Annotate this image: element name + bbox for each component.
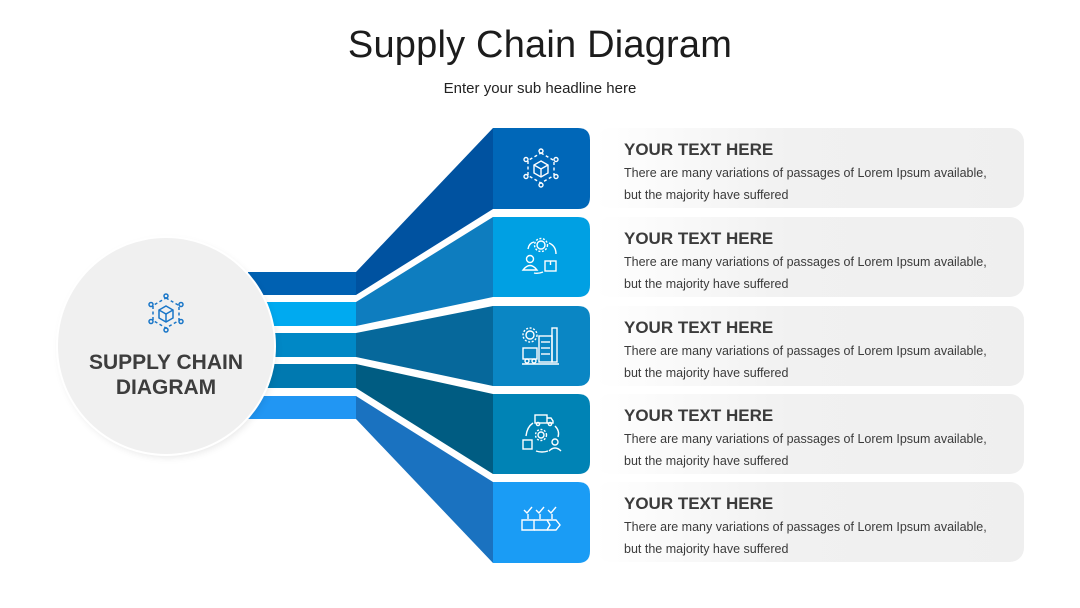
package-network-icon xyxy=(523,148,559,188)
step-description-line-2: but the majority have suffered xyxy=(624,542,789,556)
factory-gear-icon xyxy=(522,327,559,365)
step-description-line-1: There are many variations of passages of… xyxy=(624,344,987,358)
step-heading: YOUR TEXT HERE xyxy=(624,494,774,513)
step-heading: YOUR TEXT HERE xyxy=(624,140,774,159)
hub-label-line-1: SUPPLY CHAIN xyxy=(88,351,244,374)
step-description: There are many variations of passages of… xyxy=(624,428,1004,472)
step-block-4 xyxy=(493,394,590,474)
fan-3 xyxy=(356,306,493,386)
step-card-4: YOUR TEXT HERE There are many variations… xyxy=(596,394,1024,474)
fan-2 xyxy=(356,217,493,326)
step-description-line-1: There are many variations of passages of… xyxy=(624,166,987,180)
step-description: There are many variations of passages of… xyxy=(624,251,1004,295)
step-block-3 xyxy=(493,306,590,386)
step-description-line-1: There are many variations of passages of… xyxy=(624,520,987,534)
supply-chain-hub: SUPPLY CHAIN DIAGRAM xyxy=(58,238,274,454)
step-block-2 xyxy=(493,217,590,297)
band-5 xyxy=(248,396,356,419)
band-1 xyxy=(248,272,356,295)
step-block-5 xyxy=(493,482,590,563)
step-description-line-2: but the majority have suffered xyxy=(624,454,789,468)
step-description: There are many variations of passages of… xyxy=(624,340,1004,384)
fan-5 xyxy=(356,396,493,563)
fan-1 xyxy=(356,128,493,295)
step-description-line-1: There are many variations of passages of… xyxy=(624,432,987,446)
step-description-line-2: but the majority have suffered xyxy=(624,366,789,380)
fan-4 xyxy=(356,364,493,474)
step-heading: YOUR TEXT HERE xyxy=(624,229,774,248)
step-description-line-1: There are many variations of passages of… xyxy=(624,255,987,269)
step-card-1: YOUR TEXT HERE There are many variations… xyxy=(596,128,1024,208)
step-description: There are many variations of passages of… xyxy=(624,162,1004,206)
step-card-2: YOUR TEXT HERE There are many variations… xyxy=(596,217,1024,297)
step-card-5: YOUR TEXT HERE There are many variations… xyxy=(596,482,1024,562)
user-gear-package-cycle-icon xyxy=(521,237,557,275)
step-heading: YOUR TEXT HERE xyxy=(624,406,774,425)
step-description-line-2: but the majority have suffered xyxy=(624,277,789,291)
hub-label-line-2: DIAGRAM xyxy=(115,376,217,399)
step-card-3: YOUR TEXT HERE There are many variations… xyxy=(596,306,1024,386)
hub-label: SUPPLY CHAIN DIAGRAM xyxy=(58,350,274,400)
step-description: There are many variations of passages of… xyxy=(624,516,1004,560)
package-network-icon xyxy=(148,293,184,333)
page-subtitle: Enter your sub headline here xyxy=(443,80,637,97)
page-title: Supply Chain Diagram xyxy=(347,24,733,66)
step-heading: YOUR TEXT HERE xyxy=(624,318,774,337)
step-description-line-2: but the majority have suffered xyxy=(624,188,789,202)
checklist-process-icon xyxy=(521,506,561,531)
delivery-cycle-icon xyxy=(522,414,562,453)
